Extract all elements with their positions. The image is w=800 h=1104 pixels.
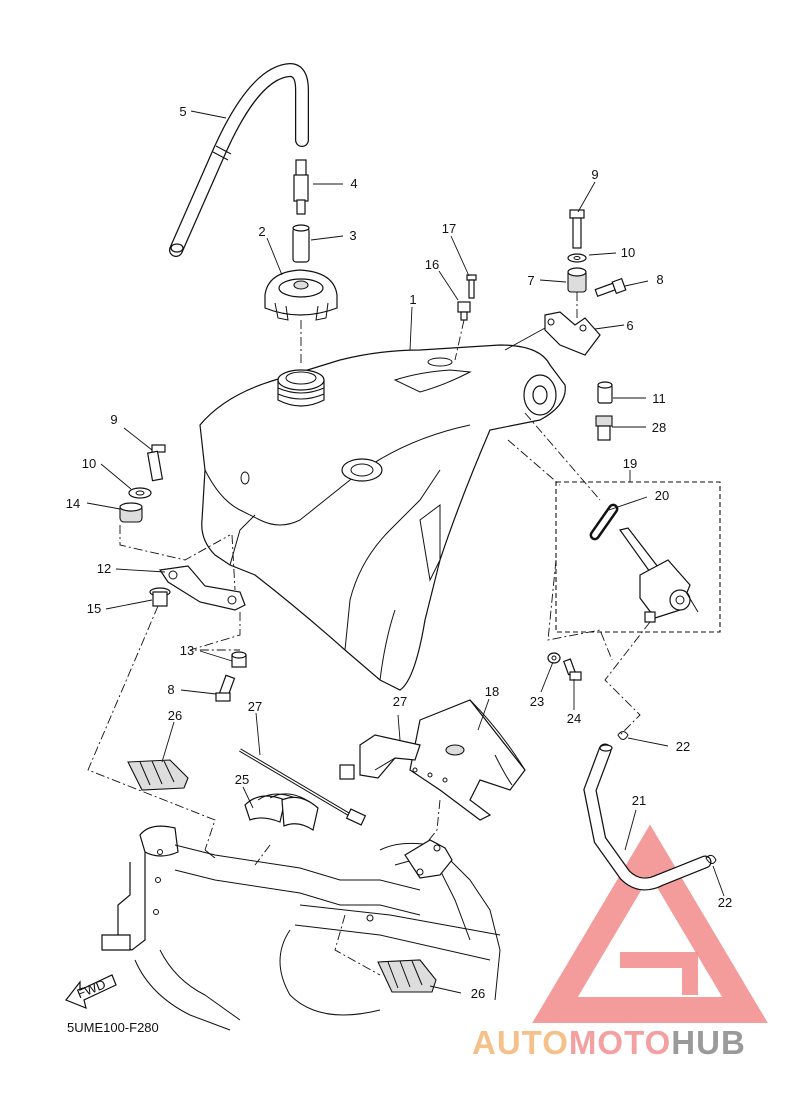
callout-26-upper: 26 (168, 708, 182, 723)
callout-1: 1 (409, 292, 416, 307)
callout-4: 4 (350, 176, 357, 191)
callout-8-left: 8 (167, 682, 174, 697)
hose-clip-lower (705, 854, 717, 864)
watermark-auto: AUTO (472, 1024, 569, 1061)
callout-17: 17 (442, 221, 456, 236)
bolt-left (146, 444, 166, 482)
diagram-code: 5UME100-F280 (67, 1020, 159, 1035)
fwd-label: FWD (75, 976, 108, 1001)
tank-collar (457, 301, 471, 321)
callout-20: 20 (655, 488, 669, 503)
callout-9-top: 9 (591, 167, 598, 182)
watermark-moto: MOTO (569, 1024, 671, 1061)
fuel-cock (618, 527, 699, 623)
watermark-hub: HUB (671, 1024, 746, 1061)
callout-23: 23 (530, 694, 544, 709)
fuel-cap (264, 269, 338, 321)
callout-10-top: 10 (621, 245, 635, 260)
callout-22-upper: 22 (676, 739, 690, 754)
hose-joint (293, 159, 309, 215)
callout-24: 24 (567, 711, 581, 726)
callout-26-lower: 26 (471, 986, 485, 1001)
callout-9-left: 9 (110, 412, 117, 427)
callout-25: 25 (235, 772, 249, 787)
callout-5: 5 (179, 104, 186, 119)
watermark-logo (532, 824, 768, 1023)
washer-23 (547, 652, 561, 664)
callout-19: 19 (623, 456, 637, 471)
callout-3: 3 (349, 228, 356, 243)
callout-27-left: 27 (248, 699, 262, 714)
breather-hose (169, 62, 309, 257)
bolt-right (594, 277, 627, 298)
collar-right (597, 381, 613, 404)
short-hose (292, 224, 310, 263)
tank-bracket (544, 311, 601, 356)
callout-28: 28 (652, 420, 666, 435)
callout-15: 15 (87, 601, 101, 616)
watermark-text: AUTOMOTOHUB (472, 1024, 746, 1061)
screw-24 (563, 658, 582, 681)
bolt-lower-left (215, 674, 236, 702)
callout-10-left: 10 (82, 456, 96, 471)
collar-left (149, 587, 171, 607)
band-upper (127, 759, 189, 791)
frame-outline (101, 825, 501, 1031)
callout-18: 18 (485, 684, 499, 699)
band-lower (377, 959, 437, 993)
damper-left (119, 502, 143, 523)
callout-21: 21 (632, 793, 646, 808)
callout-11: 11 (652, 391, 666, 406)
callout-6: 6 (626, 318, 633, 333)
bolt-top-right (569, 209, 585, 249)
callout-13: 13 (180, 643, 194, 658)
cable-holder (339, 734, 421, 780)
callout-numbers: 5 4 3 2 1 16 17 9 10 7 8 6 11 28 19 20 9… (66, 104, 732, 1001)
fuel-tank-protector (409, 699, 526, 821)
fwd-arrow: FWD (65, 974, 117, 1009)
callout-8-right: 8 (656, 272, 663, 287)
callout-14: 14 (66, 496, 80, 511)
tank-stay (158, 565, 246, 611)
leader-lines (86, 110, 725, 994)
callout-7: 7 (527, 273, 534, 288)
fuel-cock-assembly-frame (555, 481, 721, 633)
washer-left (128, 487, 152, 499)
fuel-hose (583, 743, 712, 891)
damper-top-right (567, 267, 587, 293)
washer-top-right (567, 253, 587, 263)
cable-tie (239, 748, 367, 826)
collar-lower (231, 651, 247, 668)
fuel-tank (199, 344, 566, 691)
callout-22-lower: 22 (718, 895, 732, 910)
callout-2: 2 (258, 224, 265, 239)
grommet-right (595, 415, 613, 441)
callout-27-right: 27 (393, 694, 407, 709)
tank-bolt (466, 274, 477, 299)
fuel-cock-oring (589, 503, 619, 541)
callout-16: 16 (425, 257, 439, 272)
svg-text:AUTOMOTOHUB: AUTOMOTOHUB (472, 1024, 746, 1061)
clamp-stack (244, 793, 319, 831)
hose-clip-upper (617, 731, 629, 740)
callout-12: 12 (97, 561, 111, 576)
